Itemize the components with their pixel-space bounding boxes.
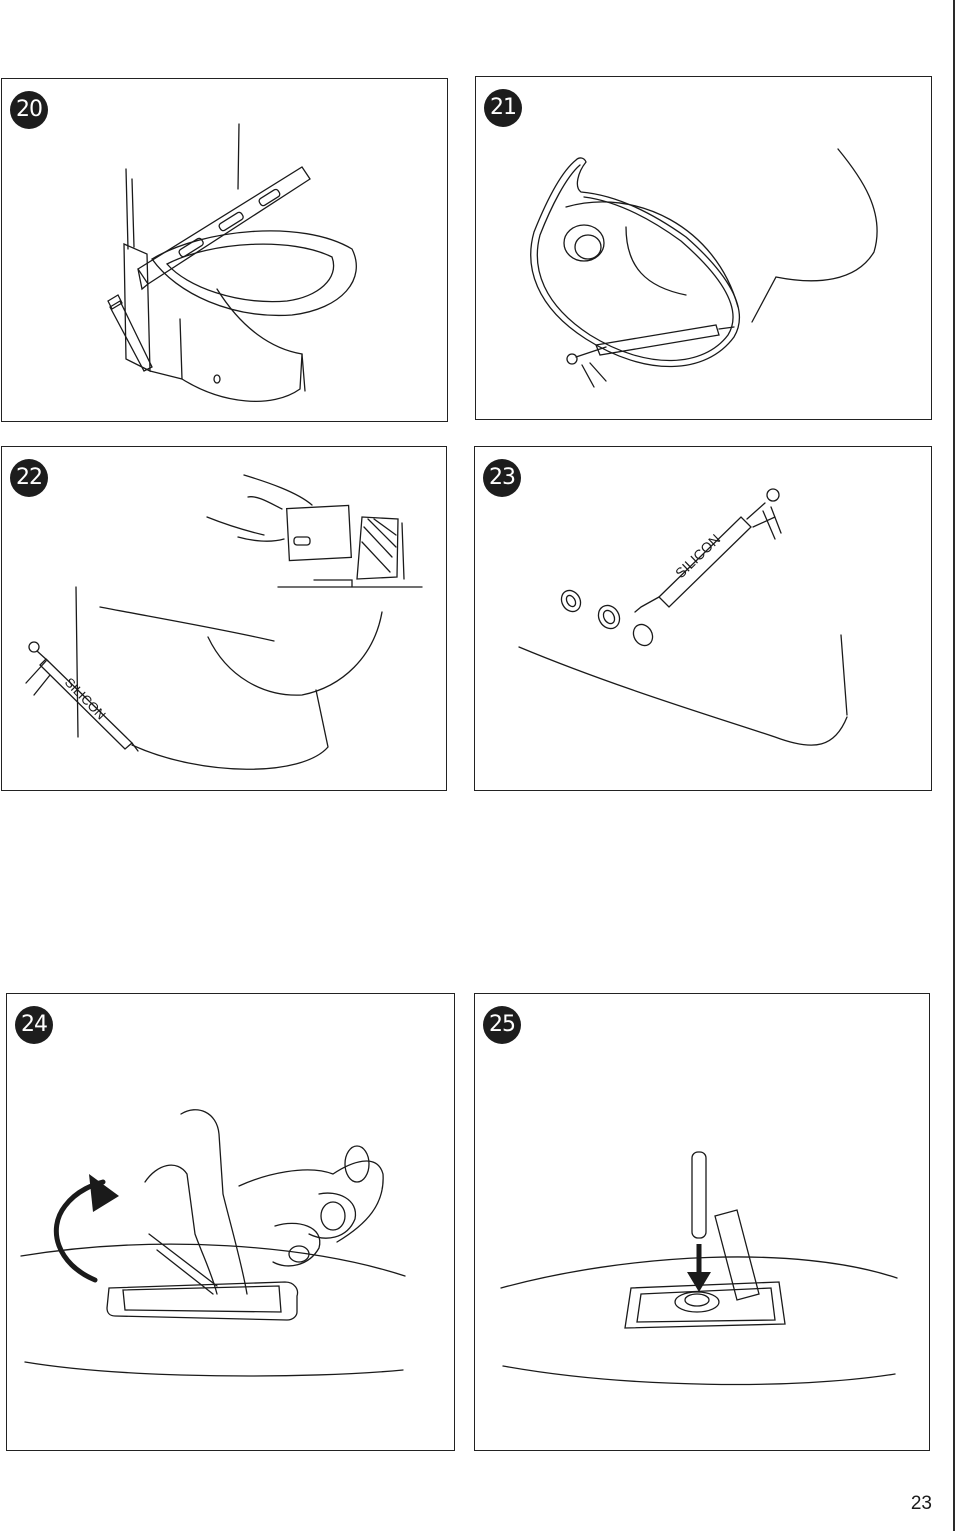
step-22-panel: SILICON 22 — [1, 446, 447, 791]
step-24-panel: 24 — [6, 993, 455, 1451]
step-number-badge: 23 — [483, 459, 521, 497]
silicon-label: SILICON — [62, 675, 109, 723]
step-number-badge: 25 — [483, 1006, 521, 1044]
step-21-panel: 21 — [475, 76, 932, 420]
page-edge-rule — [953, 0, 955, 1531]
step-number-badge: 21 — [484, 89, 522, 127]
step-25-illustration-insert-rod — [500, 1151, 898, 1386]
step-25-panel: 25 — [474, 993, 930, 1451]
step-22-illustration-silicone-seal-with-scraper: SILICON — [25, 474, 423, 770]
step-21-illustration-silicone-outline — [530, 148, 878, 388]
step-23-illustration-silicone-fixings: SILICON — [518, 488, 848, 746]
step-20-panel: 20 — [1, 78, 448, 422]
step-23-panel: SILICON 23 — [474, 446, 932, 791]
silicon-label: SILICON — [672, 531, 723, 581]
page-number: 23 — [910, 1493, 932, 1514]
step-number-badge: 24 — [15, 1006, 53, 1044]
step-24-illustration-remove-flush-cover — [20, 1109, 406, 1377]
step-number-badge: 22 — [10, 459, 48, 497]
step-20-illustration-level-on-toilet — [107, 123, 357, 402]
step-number-badge: 20 — [10, 91, 48, 129]
